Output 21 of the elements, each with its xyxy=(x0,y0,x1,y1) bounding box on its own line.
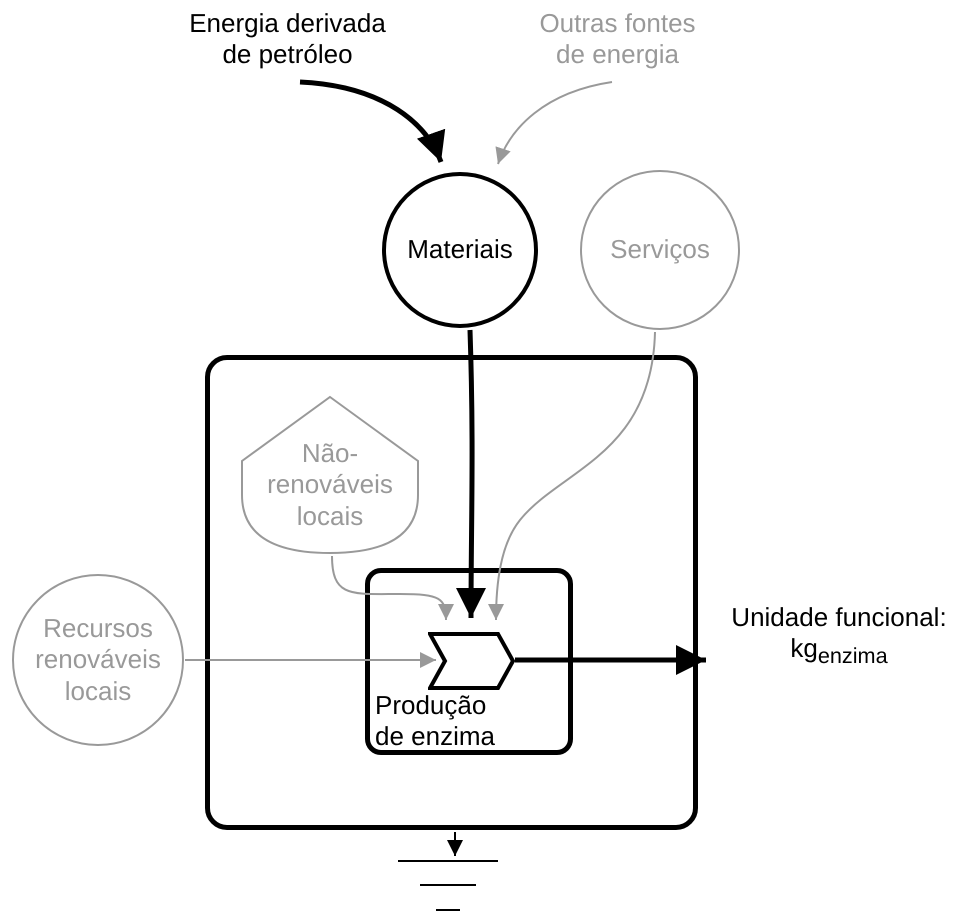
node-label: Serviços xyxy=(609,234,711,266)
node-label: Produção de enzima xyxy=(375,690,496,752)
arrow xyxy=(331,556,454,620)
arrow xyxy=(456,330,486,618)
storage-tank xyxy=(240,395,420,555)
ground-symbol xyxy=(398,858,498,914)
arrow xyxy=(300,80,444,163)
node-label: Não-renováveis locais xyxy=(266,438,394,532)
arrow xyxy=(515,645,706,675)
production-chevron xyxy=(428,632,515,690)
arrow xyxy=(447,832,463,856)
arrow xyxy=(185,652,436,668)
node-label: Materiais xyxy=(406,234,514,266)
arrow xyxy=(496,81,612,164)
arrow xyxy=(488,332,656,620)
output-label: Unidade funcional: kg$_{enzima}$ xyxy=(708,602,970,670)
process-box xyxy=(365,568,573,755)
system-boundary-box xyxy=(205,355,698,830)
source-label: Outras fontes de energia xyxy=(525,8,710,70)
node-label: Recursos renováveis locais xyxy=(34,613,162,707)
source-label: Energia derivada de petróleo xyxy=(180,8,395,70)
